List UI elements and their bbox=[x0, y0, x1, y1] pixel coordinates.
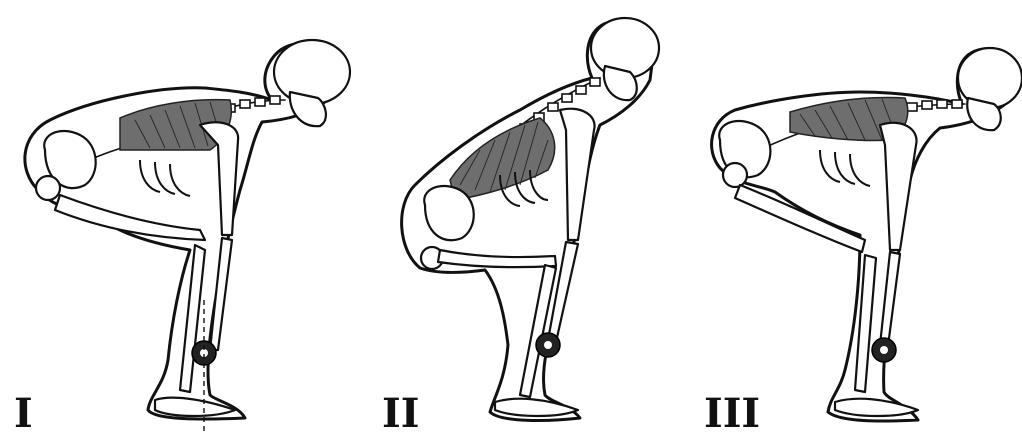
figure-label-ii: II bbox=[382, 394, 419, 434]
figure-label-iii: III bbox=[704, 394, 760, 434]
figure-i-skeleton bbox=[25, 40, 350, 432]
figure-ii-skeleton bbox=[402, 18, 659, 420]
figure-label-i: I bbox=[14, 394, 33, 434]
figure-iii-skeleton bbox=[712, 48, 1022, 421]
